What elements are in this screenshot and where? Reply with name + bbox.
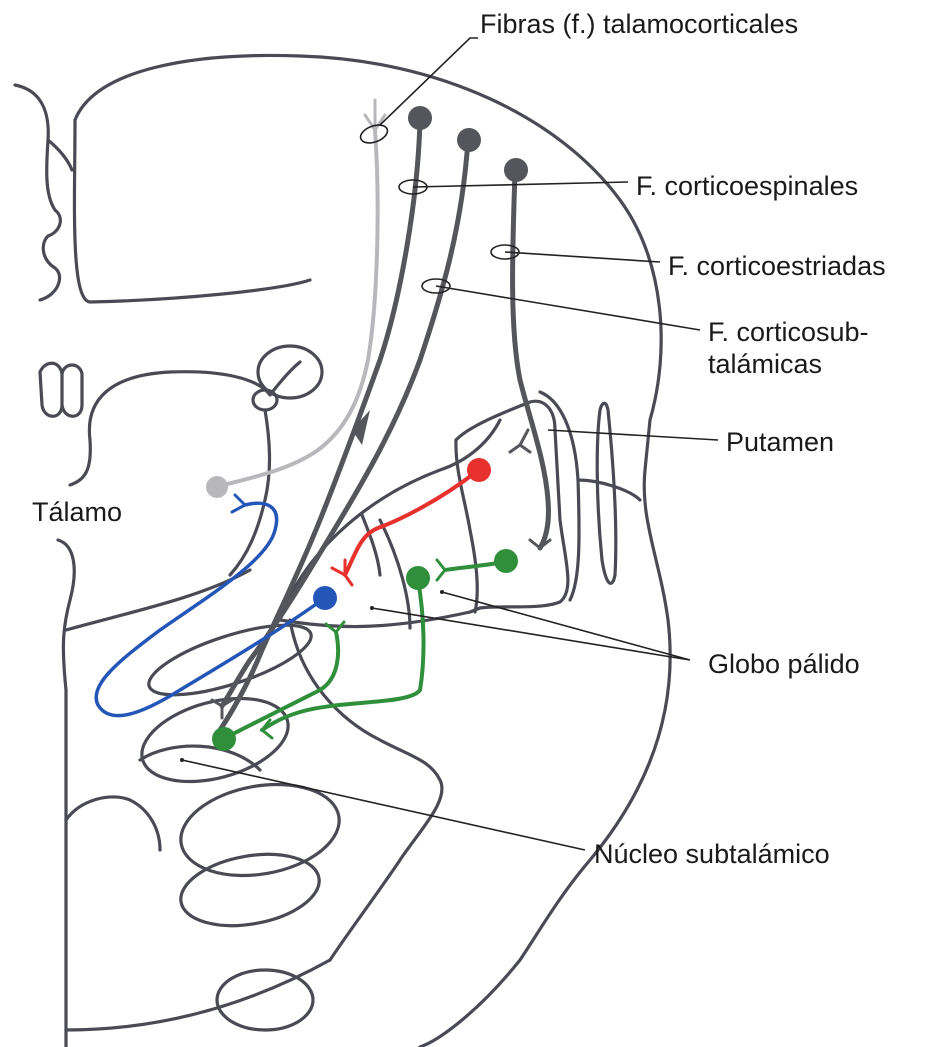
pons-lower-outline [175,844,325,935]
putamen-red-neuron-icon [467,458,491,482]
subthalamic-green-neuron-icon [212,727,236,751]
putamen-outline [456,401,568,612]
cortical-neuron-1-icon [408,106,432,130]
third-ventricle-outline [70,440,90,485]
label-corticoestriadas: F. corticoestriadas [668,250,886,282]
fornix-outline-2 [62,365,82,416]
cortical-neuron-3-icon [504,158,528,182]
substantia-nigra-outline [140,746,260,770]
putamen-green-neuron-icon [494,549,518,573]
stria-outline [253,390,277,410]
blue-pallidothalamic-fiber [96,503,322,715]
internal-capsule-medial-outline [66,570,250,630]
green-subthalamopallidal-fiber [225,632,338,738]
corticoestriadas-leader [505,252,660,262]
label-globo-palido: Globo pálido [708,648,860,680]
cortical-neuron-2-icon [457,128,481,152]
medulla-outline [217,970,313,1030]
corticoespinales-leader [413,182,628,187]
label-leaders [180,38,718,850]
green-pathways [225,560,505,738]
label-nucleo-subtalamico: Núcleo subtalámico [594,838,830,870]
nucleo-subtalamico-leader [182,760,585,850]
globus-pallidus-green-neuron-icon [406,566,430,590]
label-fibras-talamocorticales: Fibras (f.) talamocorticales [480,8,798,40]
claustrum-outline [597,403,616,583]
putamen-leader [548,430,718,440]
fornix-outline [40,363,62,416]
label-corticoespinales: F. corticoespinales [636,170,858,202]
medial-cortex-outline [74,120,310,302]
lateral-ventricle-outline [15,85,60,300]
label-putamen: Putamen [726,426,834,458]
label-talamo: Tálamo [32,496,122,528]
external-capsule-outline [578,480,640,500]
putamen-terminal-2 [510,430,530,452]
corticostriate-fiber [513,172,549,548]
anatomy-outlines [15,55,670,1047]
red-nucleus-outline [66,797,160,850]
thalamic-neuron-icon [206,476,228,498]
blue-terminal [232,495,245,512]
pons-upper-outline [174,773,347,887]
green-striatopallidal-terminal [437,560,445,580]
septum-outline [48,140,72,170]
label-corticosubtalamicas: F. corticosub- talámicas [708,316,918,380]
globus-pallidus-blue-neuron-icon [313,586,337,610]
thalamus-lower-outline [58,540,74,1047]
globus-pallidus-divider-outline [362,515,380,575]
brainstem-outline [66,960,330,1030]
